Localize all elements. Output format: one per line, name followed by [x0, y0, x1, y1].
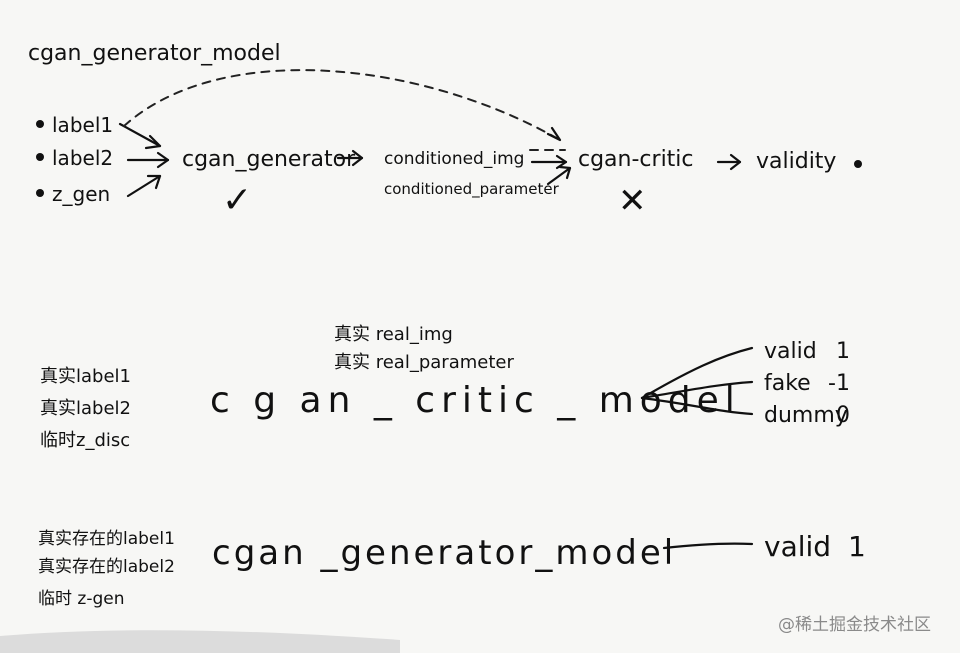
- gen-output-name: valid: [764, 530, 831, 563]
- bullet-dot: [36, 153, 44, 161]
- top-input-real-parameter: 真实 real_parameter: [334, 352, 514, 373]
- critic-output-lines: [640, 346, 754, 416]
- cross-mark: ✕: [618, 181, 647, 221]
- output-dummy-name: dummy: [764, 403, 848, 428]
- critic-model-title: c g an _ critic _ model: [210, 380, 741, 421]
- gen-input-zgen: 临时 z-gen: [38, 589, 125, 609]
- check-mark: ✓: [222, 180, 252, 221]
- arrow-head: [351, 149, 364, 167]
- output-conditioned-parameter: conditioned_parameter: [384, 180, 560, 199]
- trailing-dot: [854, 160, 862, 168]
- section1-input-zgen: z_gen: [52, 182, 110, 206]
- output-conditioned-img: conditioned_img: [384, 149, 524, 169]
- output-fake-name: fake: [764, 371, 811, 396]
- output-dummy-value: 0: [836, 403, 850, 428]
- left-input-real-label2: 真实label2: [40, 398, 131, 419]
- arrow-head: [729, 153, 742, 171]
- input-arrows: [118, 122, 170, 198]
- gen-input-label1: 真实存在的label1: [38, 529, 175, 549]
- generator-output-line: [662, 542, 754, 550]
- watermark: @稀土掘金技术社区: [778, 615, 931, 635]
- output-valid-name: valid: [764, 339, 817, 364]
- output-valid-value: 1: [836, 339, 850, 364]
- left-input-temp-zdisc: 临时z_disc: [40, 430, 130, 451]
- output-arrows: [529, 149, 572, 186]
- dashed-curve-arrowhead: [546, 126, 562, 142]
- paper-shadow: [0, 630, 400, 653]
- bullet-dot: [36, 189, 44, 197]
- left-input-real-label1: 真实label1: [40, 366, 131, 387]
- output-fake-value: -1: [828, 371, 850, 396]
- gen-output-value: 1: [848, 530, 866, 563]
- generator-node: cgan_generator: [182, 147, 356, 172]
- bullet-dot: [36, 120, 44, 128]
- gen-input-label2: 真实存在的label2: [38, 557, 175, 577]
- section1-title: cgan_generator_model: [28, 41, 281, 66]
- section1-input-label2: label2: [52, 146, 113, 170]
- section1-input-label1: label1: [52, 113, 113, 137]
- generator-model-title: cgan _generator_model: [212, 533, 676, 573]
- top-input-real-img: 真实 real_img: [334, 324, 453, 345]
- dashed-label-curve: [123, 69, 561, 141]
- critic-node: cgan-critic: [578, 147, 694, 172]
- validity-node: validity: [756, 149, 836, 174]
